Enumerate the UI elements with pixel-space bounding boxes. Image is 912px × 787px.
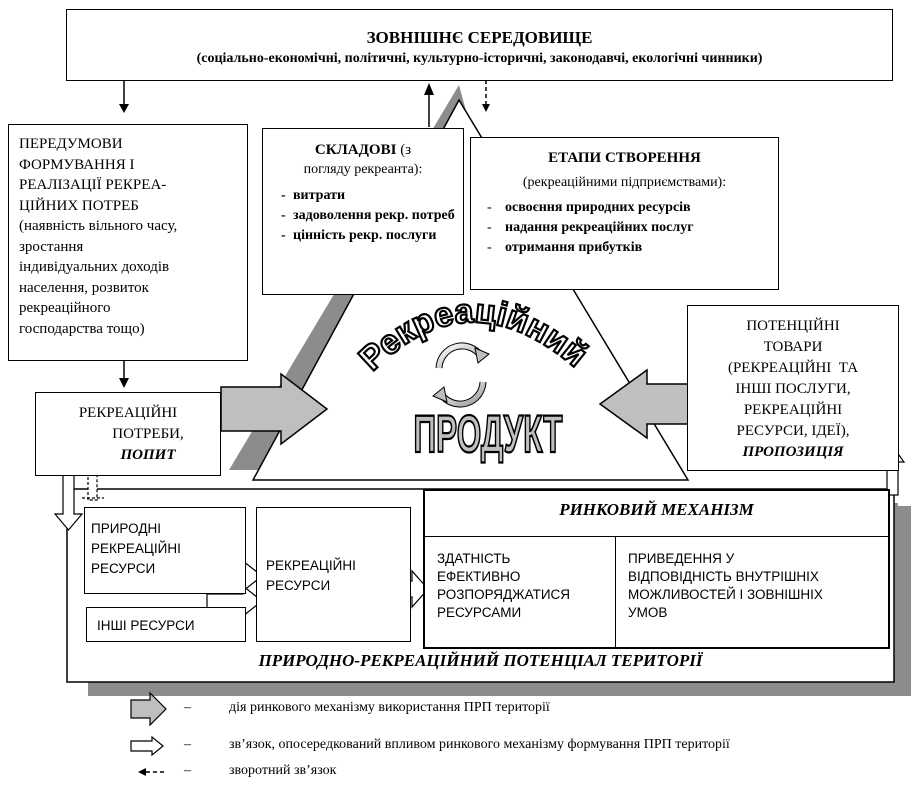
market-title: РИНКОВИЙ МЕХАНІЗМ bbox=[559, 500, 754, 519]
prerequisites-box: ПЕРЕДУМОВИ ФОРМУВАННЯ І РЕАЛІЗАЦІЇ РЕКРЕ… bbox=[8, 124, 248, 361]
components-item: задоволення рекр. потреб bbox=[279, 206, 459, 226]
legend-dash-1: – bbox=[184, 700, 191, 715]
legend-text-1: дія ринкового механізму використання ПРП… bbox=[229, 700, 550, 715]
recreational-resources-text: РЕКРЕАЦІЙНІ РЕСУРСИ bbox=[266, 558, 356, 593]
components-title-suffix: (з bbox=[396, 142, 412, 158]
needs-to-product-arrow bbox=[220, 372, 329, 446]
legend-dashed-arrow-icon bbox=[138, 768, 164, 776]
market-col-divider bbox=[615, 536, 616, 647]
market-right-text: ПРИВЕДЕННЯ У ВІДПОВІДНІСТЬ ВНУТРІШНІХ МО… bbox=[628, 551, 823, 620]
external-environment-box: ЗОВНІШНЄ СЕРЕДОВИЩЕ (соціально-економічн… bbox=[66, 9, 893, 81]
other-resources-box: ІНШІ РЕСУРСИ bbox=[86, 607, 246, 642]
supply-text: ПОТЕНЦІЙНІ ТОВАРИ (РЕКРЕАЦІЙНІ ТА ІНШІ П… bbox=[688, 316, 898, 463]
cycle-arrows-icon bbox=[432, 342, 490, 408]
components-subtitle: погляду рекреанта): bbox=[303, 162, 423, 177]
stages-list: освоєння природних ресурсів надання рекр… bbox=[483, 198, 773, 258]
components-heading: СКЛАДОВІ (з bbox=[263, 142, 463, 159]
legend-text-2: зв’язок, опосередкований впливом ринково… bbox=[229, 737, 730, 752]
components-title: СКЛАДОВІ bbox=[314, 142, 397, 158]
natural-resources-box: ПРИРОДНІ РЕКРЕАЦІЙНІ РЕСУРСИ bbox=[84, 507, 246, 594]
stages-item: освоєння природних ресурсів bbox=[483, 198, 773, 218]
legend-text-3: зворотний зв’язок bbox=[229, 763, 337, 778]
natural-resources-text: ПРИРОДНІ РЕКРЕАЦІЙНІ РЕСУРСИ bbox=[91, 521, 181, 576]
stages-item: отримання прибутків bbox=[483, 238, 773, 258]
market-left-text: ЗДАТНІСТЬ ЕФЕКТИВНО РОЗПОРЯДЖАТИСЯ РЕСУР… bbox=[437, 551, 571, 620]
needs-box: РЕКРЕАЦІЙНІ ПОТРЕБИ, ПОПИТ bbox=[35, 392, 221, 476]
market-divider bbox=[425, 536, 888, 537]
legend-hollow-arrow-icon bbox=[130, 735, 164, 757]
components-item: витрати bbox=[279, 186, 459, 206]
supply-emph: ПРОПОЗИЦІЯ bbox=[742, 444, 844, 460]
needs-text: РЕКРЕАЦІЙНІ ПОТРЕБИ, ПОПИТ bbox=[36, 403, 220, 466]
recreational-resources-box: РЕКРЕАЦІЙНІ РЕСУРСИ bbox=[256, 507, 411, 642]
external-subtitle: (соціально-економічні, політичні, культу… bbox=[196, 51, 763, 66]
needs-line2: ПОТРЕБИ, bbox=[112, 426, 184, 442]
supply-to-product-arrow bbox=[598, 368, 694, 440]
needs-down-hollow-arrow bbox=[53, 474, 84, 531]
legend-dash-2: – bbox=[184, 737, 191, 752]
stages-box: ЕТАПИ СТВОРЕННЯ (рекреаційними підприємс… bbox=[470, 137, 779, 290]
components-box: СКЛАДОВІ (з погляду рекреанта): витрати … bbox=[262, 128, 464, 295]
components-list: витрати задоволення рекр. потреб цінніст… bbox=[279, 186, 459, 246]
stages-item: надання рекреаційних послуг bbox=[483, 218, 773, 238]
stages-title: ЕТАПИ СТВОРЕННЯ bbox=[548, 150, 701, 166]
other-resources-text: ІНШІ РЕСУРСИ bbox=[97, 618, 195, 633]
legend-gray-arrow-icon bbox=[130, 691, 167, 727]
stages-subtitle: (рекреаційними підприємствами): bbox=[522, 175, 727, 190]
needs-emph: ПОПИТ bbox=[120, 447, 176, 463]
prerequisites-text: ПЕРЕДУМОВИ ФОРМУВАННЯ І РЕАЛІЗАЦІЇ РЕКРЕ… bbox=[19, 136, 178, 337]
product-word1: Рекреаційний bbox=[352, 292, 595, 378]
legend-dash-3: – bbox=[184, 763, 191, 778]
supply-box: ПОТЕНЦІЙНІ ТОВАРИ (РЕКРЕАЦІЙНІ ТА ІНШІ П… bbox=[687, 305, 899, 471]
product-word2: ПРОДУКТ bbox=[414, 406, 563, 464]
market-box: РИНКОВИЙ МЕХАНІЗМ ЗДАТНІСТЬ ЕФЕКТИВНО РО… bbox=[423, 489, 890, 649]
external-title: ЗОВНІШНЄ СЕРЕДОВИЩЕ bbox=[366, 28, 593, 47]
potential-label: ПРИРОДНО-РЕКРЕАЦІЙНИЙ ПОТЕНЦІАЛ ТЕРИТОРІ… bbox=[258, 651, 703, 670]
components-item: цінність рекр. послуги bbox=[279, 226, 459, 246]
